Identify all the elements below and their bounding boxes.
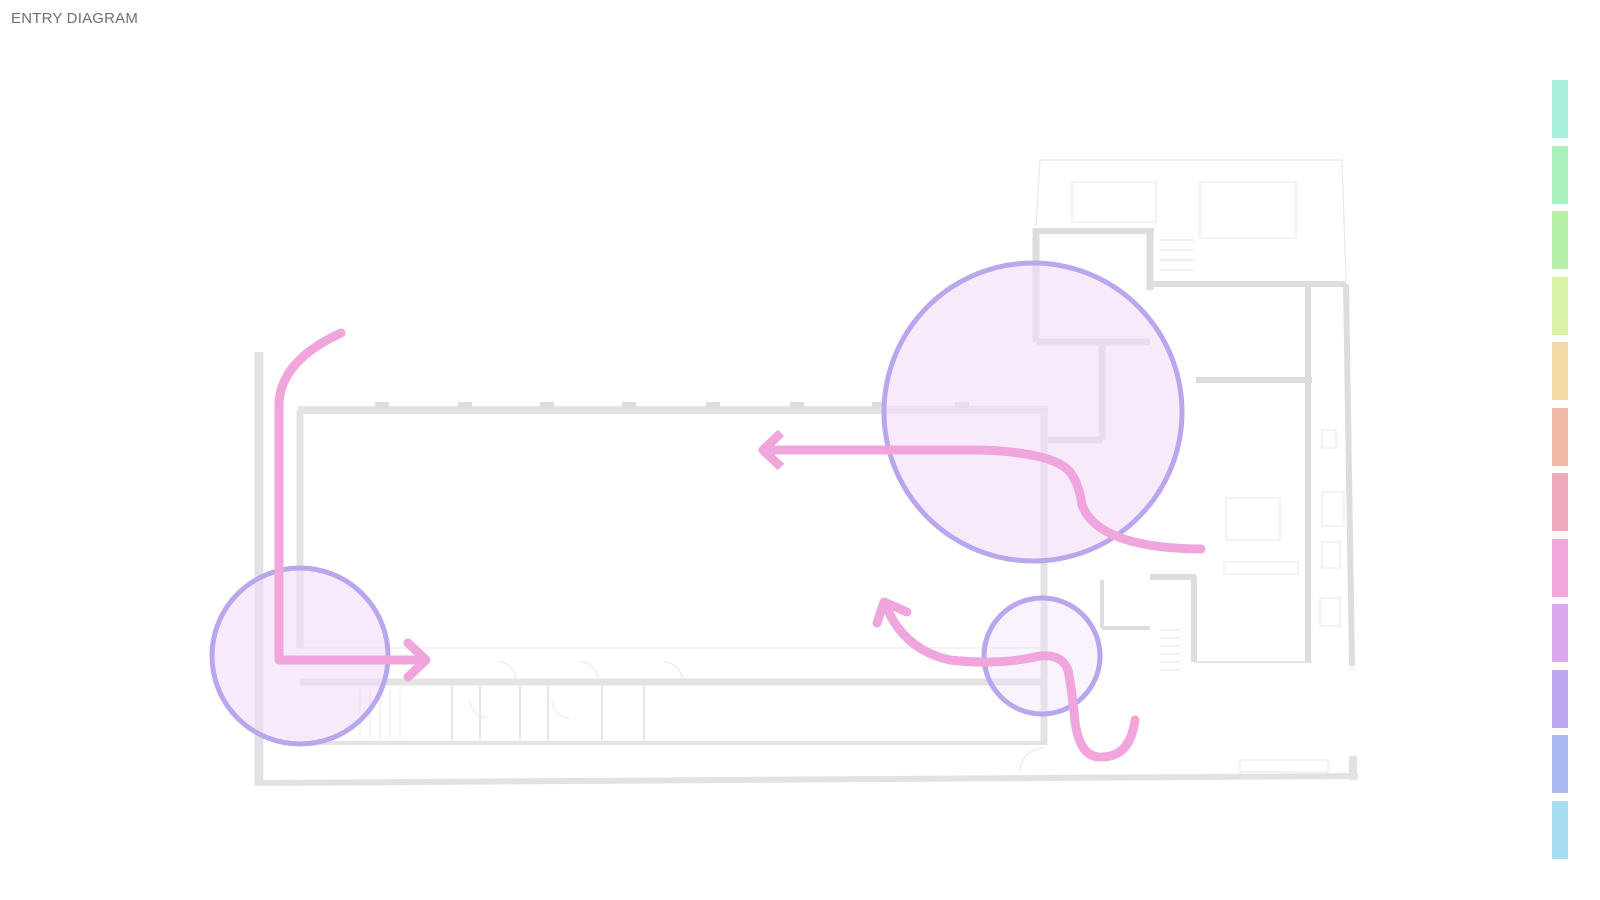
color-swatch-10[interactable] xyxy=(1552,669,1568,728)
color-swatch-1[interactable] xyxy=(1552,80,1568,138)
page-title: ENTRY DIAGRAM xyxy=(11,10,139,27)
entry-zone-northeast xyxy=(881,260,1185,564)
entry-zones xyxy=(209,260,1185,747)
color-swatch-bar xyxy=(1552,80,1568,866)
plan-wall xyxy=(1036,228,1154,234)
color-swatch-4[interactable] xyxy=(1552,276,1568,335)
flow-arrow-west-entry xyxy=(274,328,431,682)
floor-plan xyxy=(254,159,1359,786)
color-swatch-5[interactable] xyxy=(1552,342,1568,400)
color-swatch-2[interactable] xyxy=(1552,145,1568,204)
flow-arrow-southeast-entry xyxy=(872,597,1140,762)
color-swatch-7[interactable] xyxy=(1552,473,1568,531)
color-swatch-11[interactable] xyxy=(1552,735,1568,793)
plan-wall xyxy=(254,773,1359,786)
color-swatch-8[interactable] xyxy=(1552,538,1568,597)
flow-arrows xyxy=(274,328,1206,762)
plan-wall xyxy=(1349,756,1357,780)
color-swatch-12[interactable] xyxy=(1552,800,1568,859)
color-swatch-3[interactable] xyxy=(1552,211,1568,269)
color-swatch-9[interactable] xyxy=(1552,604,1568,662)
flow-arrow-northeast-entry xyxy=(758,429,1206,554)
color-swatch-6[interactable] xyxy=(1552,407,1568,466)
plan-wall xyxy=(1343,283,1355,667)
